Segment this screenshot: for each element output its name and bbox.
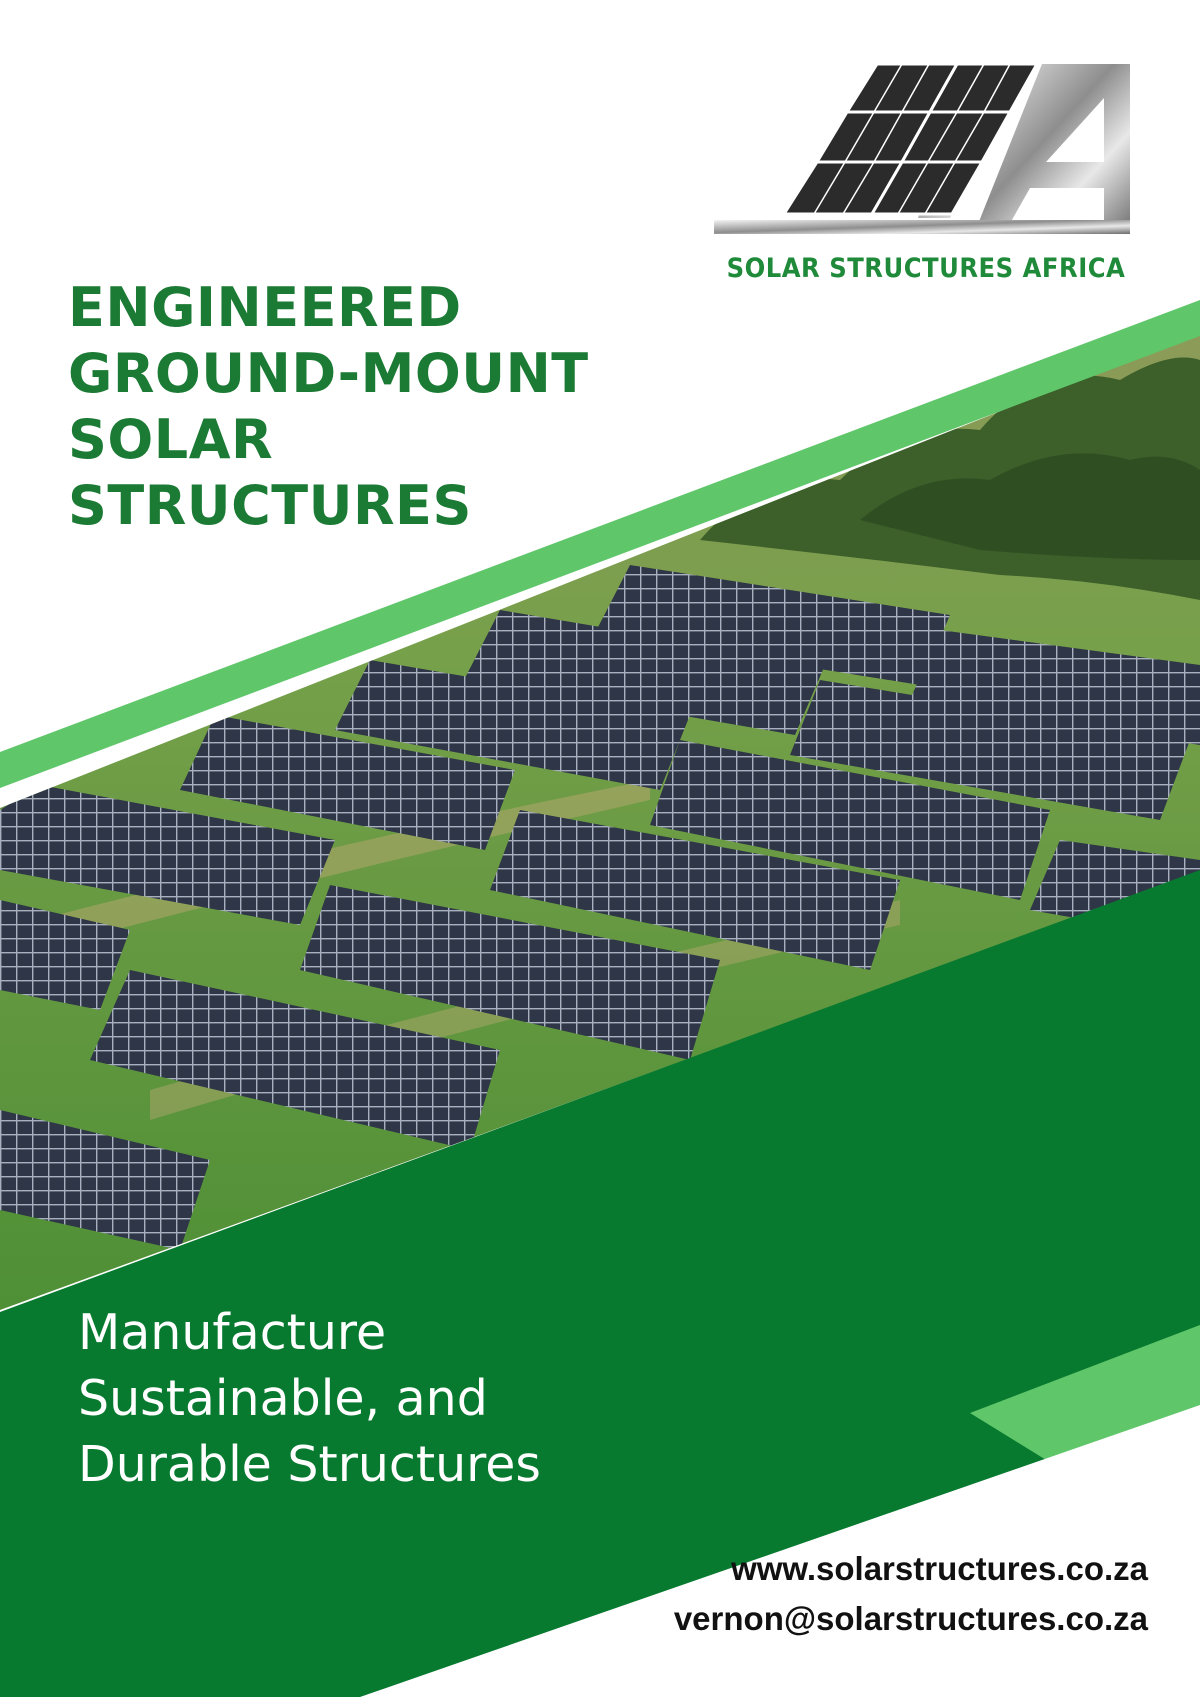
email-link[interactable]: vernon@solarstructures.co.za <box>673 1600 1148 1637</box>
contact-info: www.solarstructures.co.za vernon@solarst… <box>674 1544 1148 1644</box>
dark-green-band <box>0 870 1200 1697</box>
tagline-line: Manufacture <box>78 1304 387 1361</box>
white-corner <box>360 1405 1200 1697</box>
solar-panel-rows <box>0 565 1200 1250</box>
light-green-stripe <box>0 300 1200 788</box>
headline-line: GROUND-MOUNT <box>68 342 589 405</box>
headline: ENGINEERED GROUND-MOUNT SOLAR STRUCTURES <box>68 275 589 539</box>
solar-panel-sa-logo-icon <box>714 62 1130 234</box>
brand-name: SOLAR STRUCTURES AFRICA <box>726 253 1126 284</box>
tagline: Manufacture Sustainable, and Durable Str… <box>78 1300 541 1498</box>
website-link[interactable]: www.solarstructures.co.za <box>731 1550 1148 1587</box>
headline-line: SOLAR <box>68 408 274 471</box>
tagline-line: Sustainable, and <box>78 1370 488 1427</box>
headline-line: ENGINEERED <box>68 276 462 339</box>
tagline-line: Durable Structures <box>78 1436 541 1493</box>
headline-line: STRUCTURES <box>68 474 472 537</box>
